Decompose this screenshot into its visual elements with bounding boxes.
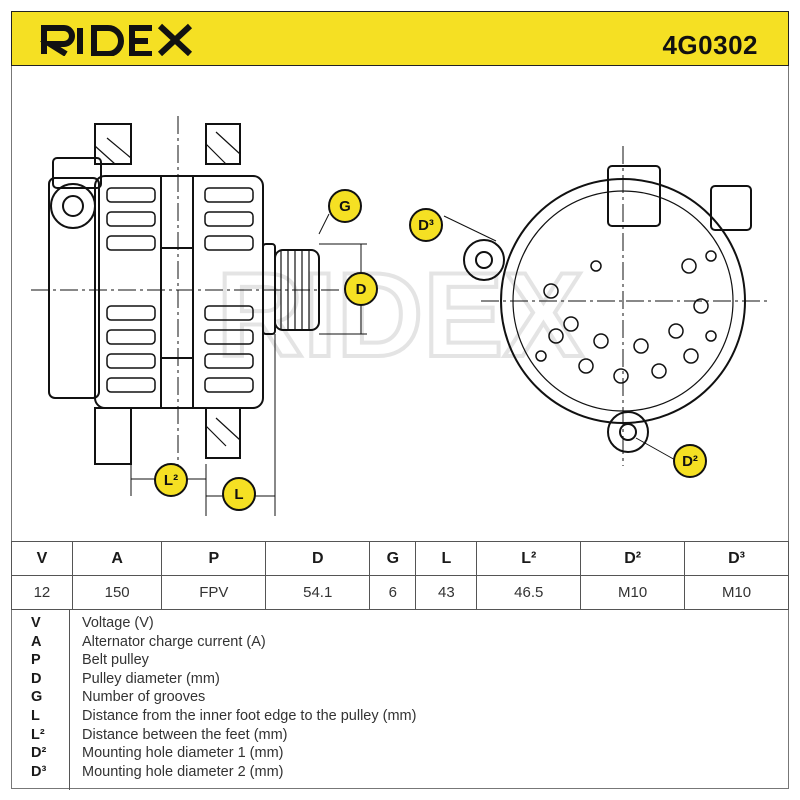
legend-symbol: G [31, 689, 43, 706]
spec-header-l2: L² [476, 541, 582, 576]
side-view [31, 116, 341, 486]
spec-value-d3: M10 [684, 575, 789, 610]
spec-header-d2: D² [580, 541, 686, 576]
legend-row: A Alternator charge current (A) [11, 633, 789, 652]
spec-header-p: P [161, 541, 267, 576]
legend-symbol: V [31, 615, 41, 631]
spec-value-d: 54.1 [265, 575, 371, 610]
legend-row: P Belt pulley [11, 651, 789, 670]
spec-value-row: 12 150 FPV 54.1 6 43 46.5 M10 M10 [11, 575, 789, 610]
legend-description: Alternator charge current (A) [82, 633, 266, 650]
legend-row: L Distance from the inner foot edge to t… [11, 707, 789, 726]
legend-symbol: D³ [31, 763, 47, 780]
legend-description: Voltage (V) [82, 615, 154, 631]
legend-symbol: A [31, 633, 42, 650]
spec-header-g: G [369, 541, 417, 576]
callout-l2: L² [154, 463, 188, 497]
dimension-lines [130, 213, 367, 516]
callout-d: D [344, 272, 378, 306]
ridex-logo-icon [39, 23, 193, 57]
spec-value-a: 150 [71, 575, 163, 610]
legend-row: L² Distance between the feet (mm) [11, 726, 789, 745]
legend-row: D³ Mounting hole diameter 2 (mm) [11, 763, 789, 782]
callout-g: G [328, 189, 362, 223]
watermark: RIDEX [217, 248, 584, 382]
ridex-logo [39, 22, 205, 61]
technical-drawing: RIDEX [11, 66, 789, 540]
spec-table: V A P D G L L² D² D³ 12 150 FPV 54.1 6 4… [11, 541, 789, 610]
header-bar: 4G0302 [11, 11, 789, 66]
legend-description: Mounting hole diameter 1 (mm) [82, 745, 284, 762]
alternator-drawing: RIDEX [31, 116, 771, 516]
spec-header-a: A [71, 541, 163, 576]
legend-row: D Pulley diameter (mm) [11, 670, 789, 689]
legend-description: Distance from the inner foot edge to the… [82, 708, 417, 724]
spec-header-d: D [265, 541, 371, 576]
callout-d3: D³ [409, 208, 443, 242]
legend-symbol: D² [31, 745, 47, 762]
legend-symbol: D [31, 670, 42, 687]
spec-value-l2: 46.5 [476, 575, 582, 610]
legend-symbol: L² [31, 726, 45, 743]
legend-symbol: L [31, 708, 40, 724]
rear-view [443, 146, 771, 466]
legend-row: V Voltage (V) [11, 614, 789, 633]
legend-description: Mounting hole diameter 2 (mm) [82, 763, 284, 780]
legend: V Voltage (V) A Alternator charge curren… [11, 609, 789, 790]
top-foot-right [205, 123, 241, 165]
callout-l: L [222, 477, 256, 511]
legend-description: Distance between the feet (mm) [82, 726, 288, 743]
legend-divider [69, 610, 70, 790]
spec-value-d2: M10 [580, 575, 686, 610]
legend-symbol: P [31, 652, 41, 669]
spec-value-g: 6 [369, 575, 417, 610]
callout-d2: D² [673, 444, 707, 478]
spec-value-l: 43 [415, 575, 478, 610]
spec-header-row: V A P D G L L² D² D³ [11, 541, 789, 576]
spec-value-p: FPV [161, 575, 267, 610]
legend-description: Belt pulley [82, 652, 149, 669]
legend-description: Number of grooves [82, 689, 206, 706]
spec-value-v: 12 [11, 575, 73, 610]
legend-description: Pulley diameter (mm) [82, 670, 220, 687]
spec-header-d3: D³ [684, 541, 789, 576]
spec-header-l: L [415, 541, 478, 576]
spec-header-v: V [11, 541, 73, 576]
legend-row: D² Mounting hole diameter 1 (mm) [11, 744, 789, 763]
legend-row: G Number of grooves [11, 688, 789, 707]
top-foot-left [94, 123, 132, 165]
part-number: 4G0302 [662, 30, 758, 60]
